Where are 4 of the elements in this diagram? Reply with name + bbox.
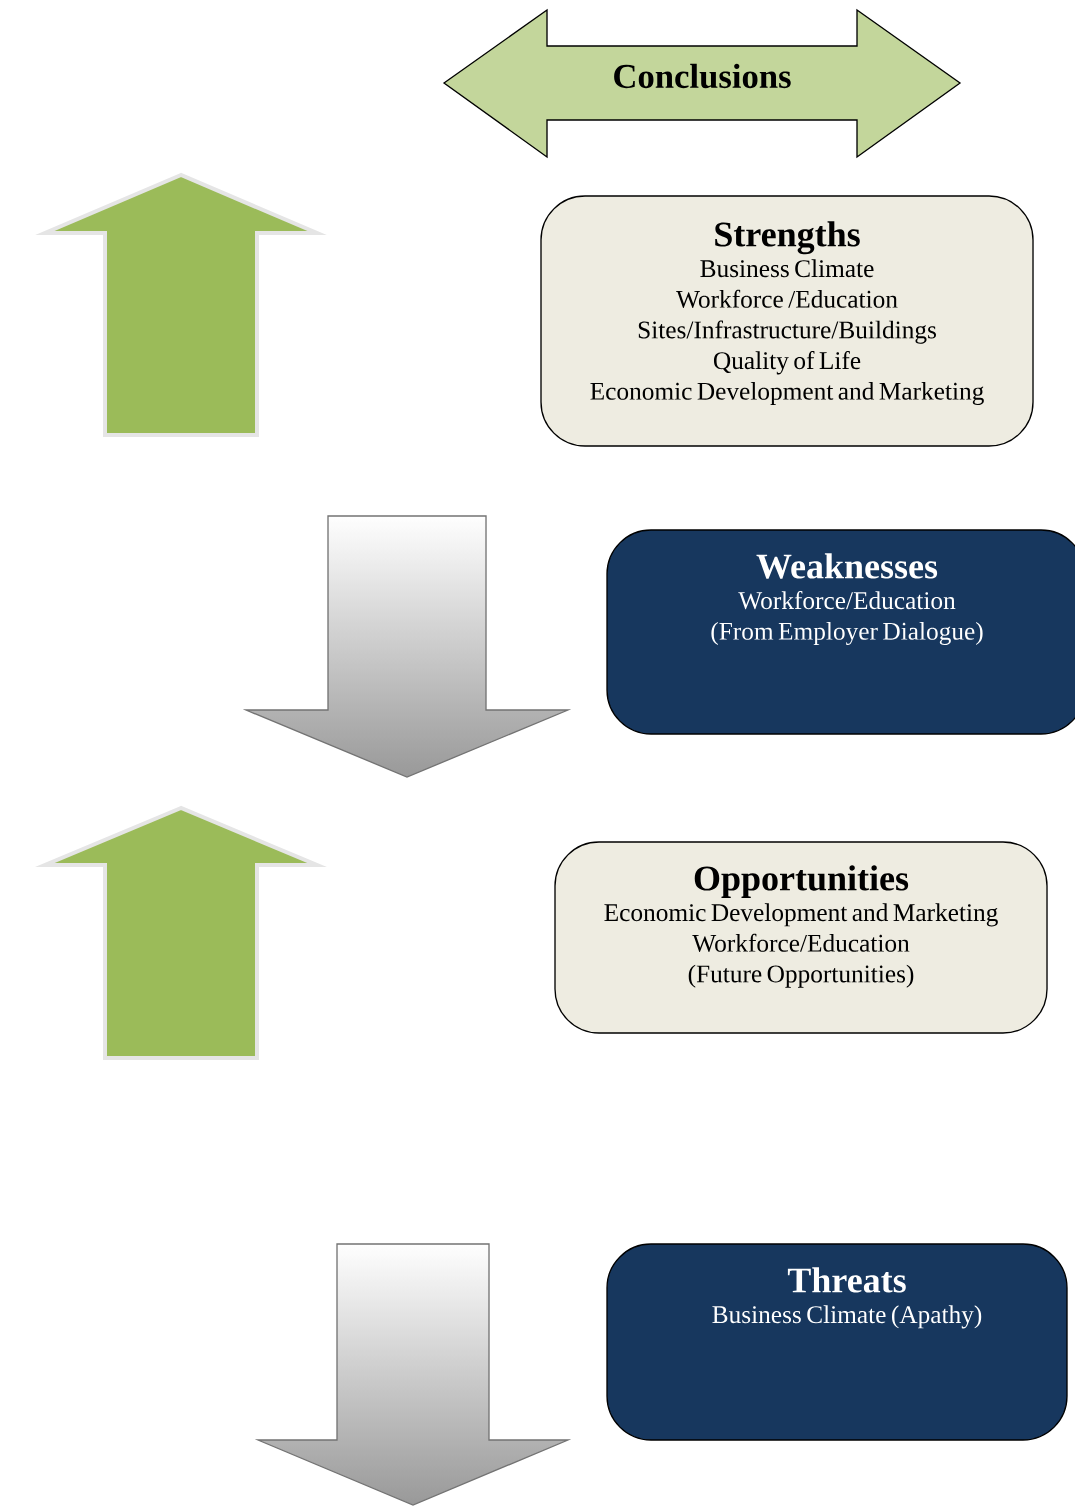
text-card: Threats Business Climate (Apathy) <box>606 1243 1068 1441</box>
text-card: Strengths Business Climate Workforce /Education Sites/Infrastructure/Buildings Quality of Life Economic Development and Marketing <box>540 195 1034 447</box>
text-card: Weaknesses Workforce/Education (From Employer Dialogue) <box>606 529 1075 735</box>
text-card: Opportunities Economic Development and Marketing Workforce/Education (Future Opportunities) <box>554 841 1048 1034</box>
